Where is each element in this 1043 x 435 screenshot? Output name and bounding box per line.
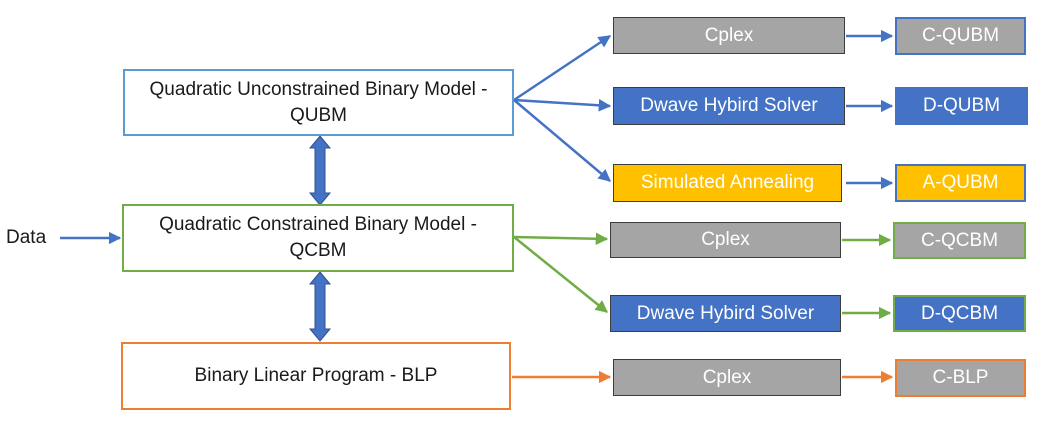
arrow-qcbm-to-cplex <box>513 232 609 246</box>
arrow-qcbm-to-dwave <box>513 236 608 313</box>
qubm-dwave-solver-box[interactable]: Dwave Hybird Solver <box>613 87 845 125</box>
c-qcbm-result-box[interactable]: C-QCBM <box>893 222 1026 259</box>
c-qubm-result-box[interactable]: C-QUBM <box>895 17 1026 55</box>
double-arrow-qubm-qcbm <box>308 135 332 206</box>
blp-cplex-solver-box[interactable]: Cplex <box>613 359 841 396</box>
c-blp-result-label: C-BLP <box>932 367 989 388</box>
arrow-qubm-to-sa <box>513 99 611 182</box>
qubm-model-box[interactable]: Quadratic Unconstrained Binary Model - Q… <box>123 69 514 136</box>
d-qubm-result-box[interactable]: D-QUBM <box>895 87 1028 125</box>
double-arrow-qcbm-blp <box>308 271 332 342</box>
c-qubm-result-label: C-QUBM <box>921 25 1000 46</box>
arrow-qubm-to-cplex <box>513 34 612 102</box>
blp-model-title: Binary Linear Program - BLP <box>194 365 438 387</box>
qcbm-dwave-solver-box[interactable]: Dwave Hybird Solver <box>610 295 841 332</box>
qubm-cplex-solver-label: Cplex <box>704 24 754 46</box>
qubm-simulated-annealing-solver-label: Simulated Annealing <box>640 172 815 193</box>
qubm-model-title: Quadratic Unconstrained Binary Model - Q… <box>149 78 488 126</box>
qubm-cplex-solver-box[interactable]: Cplex <box>613 17 845 54</box>
qcbm-model-box[interactable]: Quadratic Constrained Binary Model - QCB… <box>122 204 514 272</box>
qubm-simulated-annealing-solver-box[interactable]: Simulated Annealing <box>613 164 842 202</box>
d-qcbm-result-box[interactable]: D-QCBM <box>893 295 1026 332</box>
qcbm-model-title: Quadratic Constrained Binary Model - QCB… <box>159 214 477 261</box>
a-qubm-result-label: A-QUBM <box>922 172 999 193</box>
qcbm-cplex-solver-label: Cplex <box>701 229 750 250</box>
data-input-label: Data <box>6 227 47 248</box>
a-qubm-result-box[interactable]: A-QUBM <box>895 164 1026 202</box>
blp-cplex-solver-label: Cplex <box>702 366 752 388</box>
c-qcbm-result-label: C-QCBM <box>920 229 999 251</box>
blp-model-box[interactable]: Binary Linear Program - BLP <box>121 342 511 410</box>
arrow-qubm-to-dwave <box>513 98 612 112</box>
qubm-dwave-solver-label: Dwave Hybird Solver <box>640 95 818 116</box>
c-blp-result-box[interactable]: C-BLP <box>895 359 1026 397</box>
qcbm-cplex-solver-box[interactable]: Cplex <box>610 222 841 258</box>
d-qcbm-result-label: D-QCBM <box>920 302 999 324</box>
qcbm-dwave-solver-label: Dwave Hybird Solver <box>636 302 815 324</box>
d-qubm-result-label: D-QUBM <box>922 95 1001 116</box>
